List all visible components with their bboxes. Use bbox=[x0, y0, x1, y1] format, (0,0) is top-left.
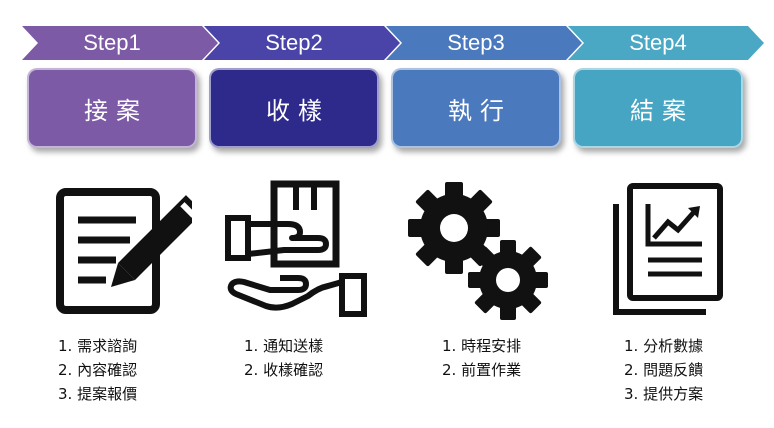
list-item: 1. 時程安排 bbox=[442, 337, 522, 355]
hand-give-receive-icon bbox=[222, 180, 372, 324]
report-chart-icon bbox=[610, 180, 730, 324]
step-label-4: Step4 bbox=[629, 30, 687, 55]
list-item: 2. 問題反饋 bbox=[624, 361, 704, 379]
step-title-box-2: 收樣 bbox=[209, 68, 379, 148]
step-label-1: Step1 bbox=[83, 30, 141, 55]
list-item: 3. 提供方案 bbox=[624, 385, 704, 403]
step-chevron-3: Step3 bbox=[386, 26, 584, 60]
step-title-box-1: 接案 bbox=[27, 68, 197, 148]
step-column-2: Step2 收樣 1. 通知送樣 2. 收樣確認 bbox=[204, 0, 400, 428]
list-item: 1. 需求諮詢 bbox=[58, 337, 138, 355]
step-title-4: 結案 bbox=[630, 96, 694, 125]
list-item: 3. 提案報價 bbox=[58, 385, 138, 403]
step-items-1: 1. 需求諮詢 2. 內容確認 3. 提案報價 bbox=[58, 334, 137, 406]
list-item: 2. 內容確認 bbox=[58, 361, 138, 379]
step-title-3: 執行 bbox=[448, 96, 512, 125]
step-column-4: Step4 結案 1. 分析數據 2. 問題反饋 3. 提供方案 bbox=[568, 0, 764, 428]
step-items-3: 1. 時程安排 2. 前置作業 bbox=[442, 334, 521, 382]
step-column-1: Step1 接案 1. 需求諮詢 2. 內容確認 3. 提案報價 bbox=[22, 0, 218, 428]
step-items-2: 1. 通知送樣 2. 收樣確認 bbox=[244, 334, 323, 382]
list-item: 1. 分析數據 bbox=[624, 337, 704, 355]
step-title-1: 接案 bbox=[84, 96, 148, 125]
step-column-3: Step3 執行 bbox=[386, 0, 582, 428]
step-chevron-4: Step4 bbox=[568, 26, 766, 60]
document-pen-icon bbox=[52, 180, 203, 324]
step-label-2: Step2 bbox=[265, 30, 323, 55]
gears-icon bbox=[404, 176, 554, 330]
step-chevron-2: Step2 bbox=[204, 26, 402, 60]
list-item: 1. 通知送樣 bbox=[244, 337, 324, 355]
step-title-2: 收樣 bbox=[266, 96, 330, 125]
step-items-4: 1. 分析數據 2. 問題反饋 3. 提供方案 bbox=[624, 334, 703, 406]
step-title-box-4: 結案 bbox=[573, 68, 743, 148]
list-item: 2. 前置作業 bbox=[442, 361, 522, 379]
step-chevron-1: Step1 bbox=[22, 26, 220, 60]
step-label-3: Step3 bbox=[447, 30, 505, 55]
list-item: 2. 收樣確認 bbox=[244, 361, 324, 379]
step-title-box-3: 執行 bbox=[391, 68, 561, 148]
